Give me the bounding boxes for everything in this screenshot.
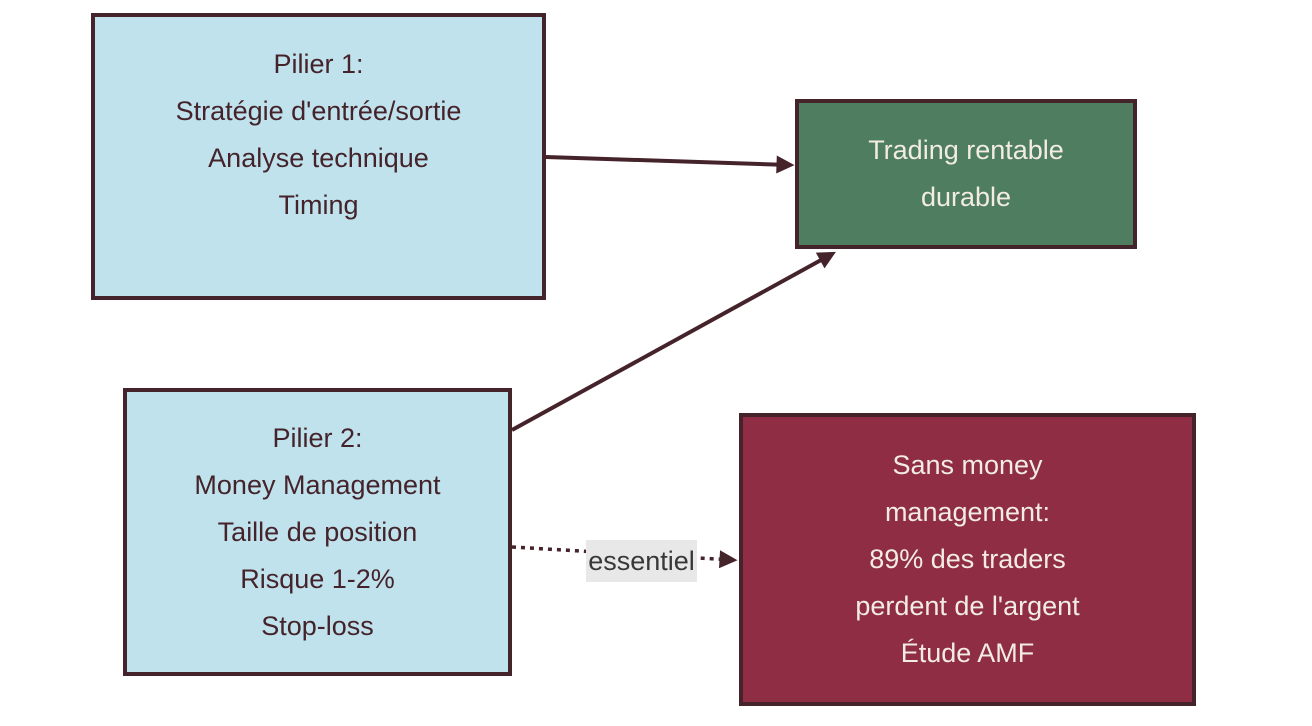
pillar1-item: Analyse technique: [208, 143, 429, 173]
warning-line: 89% des traders: [869, 544, 1066, 574]
warning-line: management:: [884, 497, 1051, 527]
pillar2-item: Taille de position: [217, 516, 418, 547]
pillar1-item: Stratégie d'entrée/sortie: [175, 96, 462, 126]
outcome-line: durable: [920, 182, 1012, 212]
pillar2-title: Pilier 2:: [272, 422, 363, 453]
pillar1-box: Pilier 1: Stratégie d'entrée/sortie Anal…: [91, 13, 546, 300]
warning-box: Sans money management: 89% des traders p…: [739, 413, 1196, 706]
outcome-box: Trading rentable durable: [795, 99, 1137, 249]
warning-line: Étude AMF: [900, 638, 1035, 668]
pillar2-item: Stop-loss: [261, 610, 374, 641]
pillar1-title: Pilier 1:: [273, 49, 364, 79]
arrow-pillar1-to-outcome: [545, 155, 795, 174]
outcome-line: Trading rentable: [868, 135, 1064, 165]
pillar1-item: Timing: [278, 190, 359, 220]
warning-line: perdent de l'argent: [855, 591, 1080, 621]
edge-label-essentiel: essentiel: [586, 540, 697, 582]
pillar2-item: Money Management: [194, 469, 441, 500]
arrow-pillar2-to-outcome: [511, 251, 836, 432]
pillar2-item: Risque 1-2%: [240, 563, 395, 594]
pillar2-box: Pilier 2: Money Management Taille de pos…: [123, 388, 512, 676]
warning-line: Sans money: [892, 450, 1043, 480]
